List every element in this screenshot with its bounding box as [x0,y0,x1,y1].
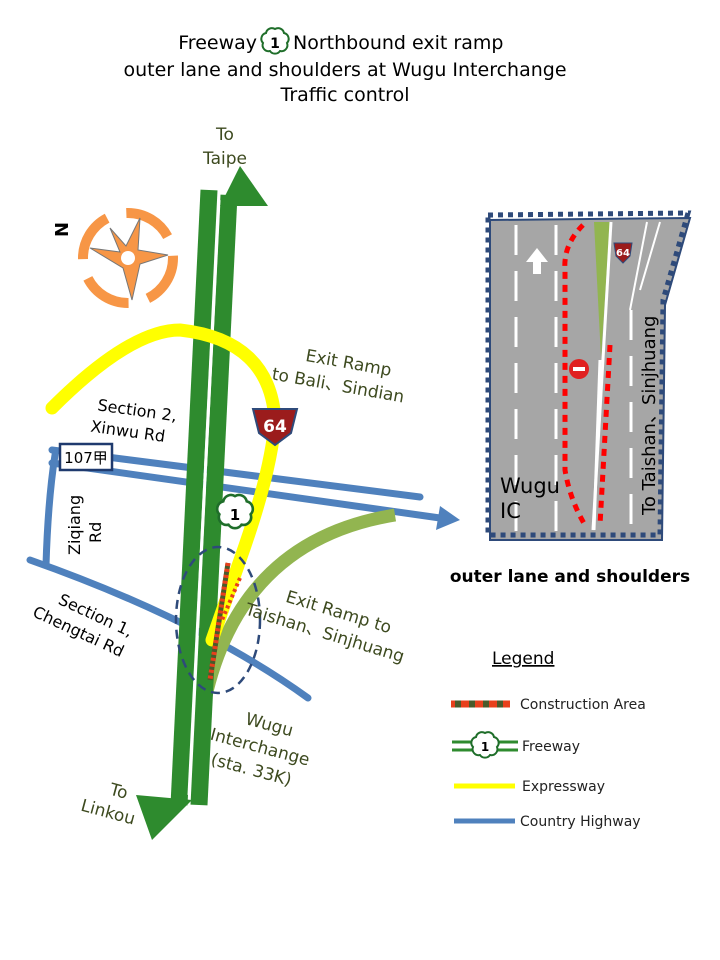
inset-64-shield-icon [613,242,633,264]
title-line3: Traffic control [280,84,410,106]
inset-shield-number: 64 [616,248,630,259]
exit-bali-label: Exit Rampto Bali、Sindian [270,341,410,408]
expressway-64-shield-icon [251,408,299,447]
title: Freeway 1 Northbound exit ramp outer lan… [123,27,567,106]
legend: Legend Construction Area 1 Freeway Expre… [451,649,646,830]
freeway-line [136,166,268,840]
title-line1-before: Freeway [178,32,257,54]
inset-lane-diagram [485,210,692,541]
legend-title: Legend [492,649,554,669]
arrow-south-icon [136,795,192,840]
xinwu-road-line-2 [48,459,444,522]
xinwu-road-label: Section 2,Xinwu Rd [89,395,178,447]
legend-highway-label: Country Highway [520,814,641,830]
legend-freeway-swatch: 1 [452,731,518,759]
compass-north-label: N [50,222,71,237]
construction-area [207,562,242,681]
exit-taishan-label: Exit Ramp toTaishan、Sinjhuang [242,577,414,668]
expressway-line [45,323,282,647]
route-107-label: 107甲 [64,449,108,467]
title-line2: outer lane and shoulders at Wugu Interch… [123,59,566,81]
legend-freeway-label: Freeway [522,739,580,755]
title-shield-number: 1 [270,36,280,52]
xinwu-road-line [48,446,424,501]
arrow-north-icon [220,166,268,206]
focus-area-ellipse [174,545,262,695]
ziqiang-road-line [42,451,59,569]
svg-text:1: 1 [481,740,489,754]
to-linkou-label: ToLinkou [79,774,144,830]
freeway-shield-number: 1 [230,506,240,524]
wugu-interchange-label: WuguInterchange(sta. 33K) [202,702,318,794]
legend-expressway-label: Expressway [522,779,605,795]
inset-caption: outer lane and shoulders [450,567,690,587]
legend-construction-label: Construction Area [520,697,646,713]
country-highways [26,446,460,702]
compass-icon [78,208,178,308]
expressway-shield-number: 64 [263,417,287,437]
to-taishan-label: To Taishan、Sinjhuang [639,316,660,516]
title-line1-after: Northbound exit ramp [293,32,503,54]
arrow-up-icon [526,248,548,274]
arrow-east-icon [436,506,460,530]
route-107-sign [58,442,114,472]
taishan-exit-ramp [198,508,397,702]
closure-line [562,223,588,527]
